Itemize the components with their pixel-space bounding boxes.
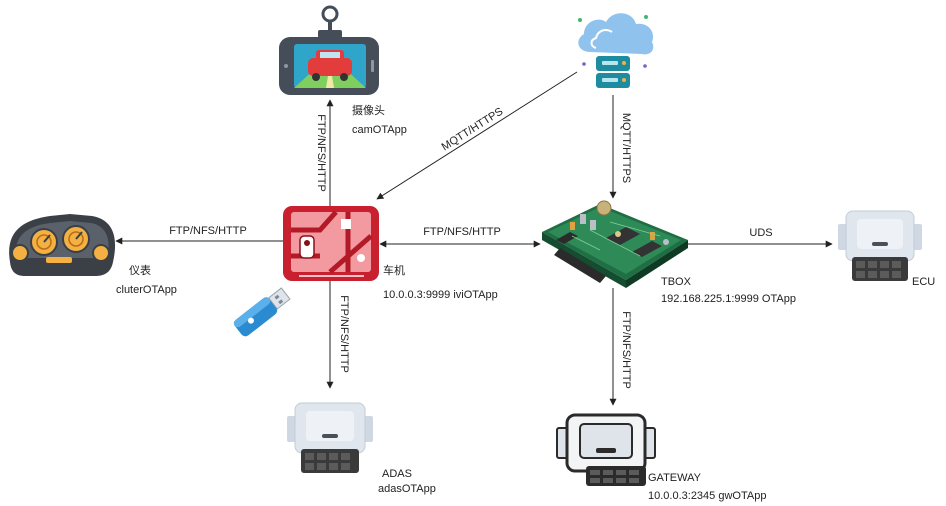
dashboard-gauge-icon: [9, 214, 116, 276]
camera-node: 摄像头 camOTApp: [279, 5, 407, 136]
camera-app-label: camOTApp: [352, 124, 407, 136]
tbox-name-label: TBOX: [661, 276, 692, 288]
ivi-name-label: 车机: [383, 263, 405, 277]
ivi-node: 车机 10.0.0.3:9999 iviOTApp: [283, 206, 498, 301]
cloud-node: [578, 13, 654, 88]
gateway-addr-label: 10.0.0.3:2345 gwOTApp: [648, 490, 766, 502]
cloud-server-icon: [578, 13, 654, 88]
edge-label-cloud-ivi: MQTT/HTTPS: [440, 106, 506, 154]
cluster-name-label: 仪表: [129, 263, 151, 277]
edge-label-tbox-ecu: UDS: [749, 227, 772, 239]
head-unit-map-icon: [283, 206, 379, 281]
adas-ecu-module-icon: [287, 402, 373, 473]
edge-label-tbox-gateway: FTP/NFS/HTTP: [620, 311, 632, 389]
cluster-node: 仪表 cluterOTApp: [9, 214, 177, 296]
tbox-node: TBOX 192.168.225.1:9999 OTApp: [542, 200, 796, 305]
gateway-name-label: GATEWAY: [648, 472, 702, 484]
ecu-name-label: ECU: [912, 276, 935, 288]
edge-label-ivi-camera: FTP/NFS/HTTP: [315, 114, 327, 192]
edge-label-ivi-adas: FTP/NFS/HTTP: [338, 295, 350, 373]
edge-label-ivi-tbox: FTP/NFS/HTTP: [423, 226, 501, 238]
ecu-module-icon: [838, 210, 922, 281]
edges: [115, 71, 833, 406]
edge-cloud-ivi: [376, 71, 578, 200]
camera-name-label: 摄像头: [352, 103, 385, 117]
cluster-app-label: cluterOTApp: [116, 284, 177, 296]
camera-icon: [279, 5, 379, 95]
tbox-addr-label: 192.168.225.1:9999 OTApp: [661, 293, 796, 305]
ivi-addr-label: 10.0.0.3:9999 iviOTApp: [383, 289, 498, 301]
gateway-module-icon: [556, 413, 656, 486]
ecu-node: ECU: [838, 210, 935, 288]
adas-app-label: adasOTApp: [378, 483, 436, 495]
usb-stick-icon: [233, 287, 291, 337]
adas-name-label: ADAS: [382, 468, 412, 480]
edge-label-ivi-cluster: FTP/NFS/HTTP: [169, 225, 247, 237]
gateway-node: GATEWAY 10.0.0.3:2345 gwOTApp: [556, 413, 766, 502]
edge-label-cloud-tbox: MQTT/HTTPS: [620, 113, 632, 183]
circuit-board-icon: [542, 200, 688, 288]
adas-node: ADAS adasOTApp: [287, 402, 436, 495]
